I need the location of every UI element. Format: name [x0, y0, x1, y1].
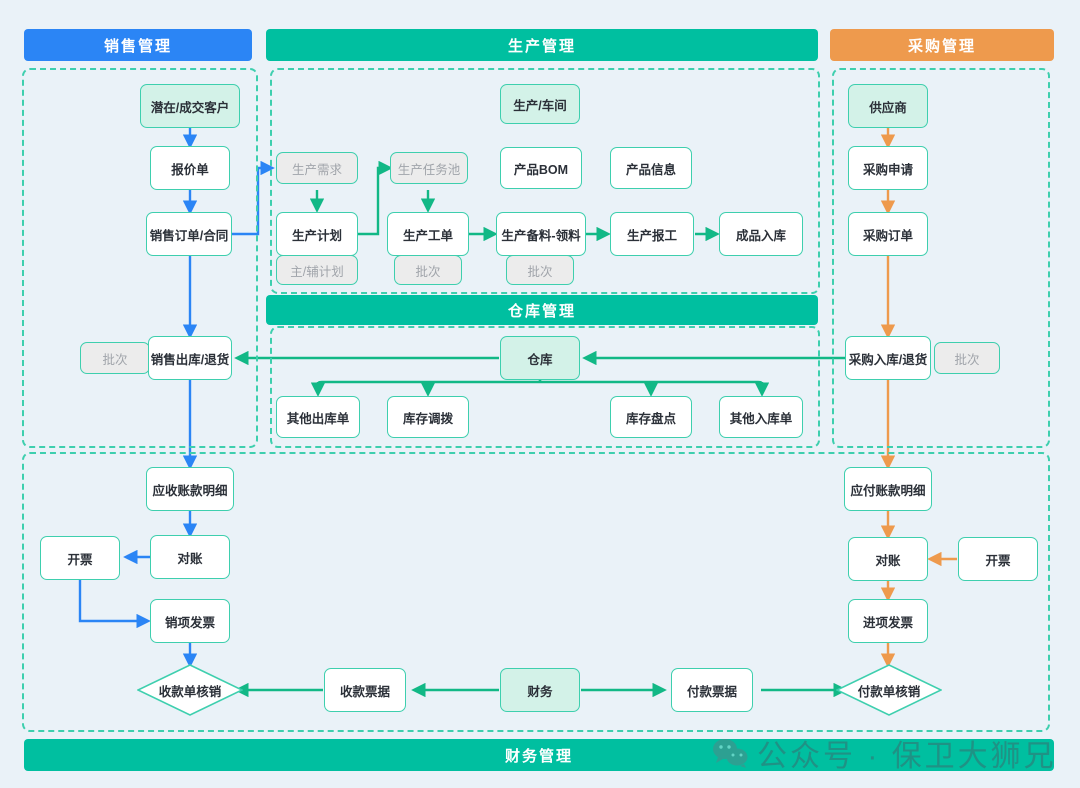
node-label: 销项发票 [164, 615, 215, 630]
node-prod-info[interactable]: 产品信息 [610, 147, 692, 189]
node-prod-task-pool[interactable]: 生产任务池 [390, 152, 468, 184]
node-label: 产品信息 [625, 162, 676, 177]
node-label: 仓库 [527, 352, 553, 367]
node-prod-workshop[interactable]: 生产/车间 [500, 84, 580, 124]
node-other-inbound[interactable]: 其他入库单 [719, 396, 803, 438]
node-sales-outbound[interactable]: 销售出库/退货 [148, 336, 232, 380]
sales-group-box [22, 68, 258, 448]
node-stock-transfer[interactable]: 库存调拨 [387, 396, 469, 438]
node-sales-invoice[interactable]: 销项发票 [150, 599, 230, 643]
node-label: 库存盘点 [625, 411, 676, 426]
node-label: 对账 [875, 553, 901, 568]
section-header-production: 生产管理 [266, 29, 818, 61]
warehouse-group-box [270, 326, 820, 448]
node-label: 批次 [102, 352, 128, 367]
node-label: 产品BOM [513, 162, 569, 177]
node-finished-in[interactable]: 成品入库 [719, 212, 803, 256]
node-label: 生产需求 [291, 162, 342, 177]
node-label: 销售出库/退货 [150, 352, 230, 367]
section-title-sales: 销售管理 [103, 37, 172, 55]
node-label: 开票 [67, 552, 93, 567]
node-label: 进项发票 [862, 615, 913, 630]
node-prod-picking-batch[interactable]: 批次 [506, 255, 574, 285]
diamond-shape [137, 664, 243, 716]
node-sales-order[interactable]: 销售订单/合同 [146, 212, 232, 256]
node-label: 批次 [527, 264, 553, 279]
node-prod-workorder-batch[interactable]: 批次 [394, 255, 462, 285]
node-label: 开票 [985, 553, 1011, 568]
node-label: 成品入库 [735, 228, 786, 243]
section-header-finance: 财务管理 [24, 739, 1054, 771]
node-label: 主/辅计划 [290, 264, 344, 279]
node-label: 财务 [527, 684, 553, 699]
node-quotation[interactable]: 报价单 [150, 146, 230, 190]
node-prod-workorder[interactable]: 生产工单 [387, 212, 469, 256]
node-label: 销售订单/合同 [149, 228, 229, 243]
node-label: 生产/车间 [513, 98, 567, 113]
node-receipt-voucher[interactable]: 收款票据 [324, 668, 406, 712]
node-receipt-writeoff[interactable]: 收款单核销 [137, 664, 243, 716]
section-header-warehouse: 仓库管理 [266, 295, 818, 325]
node-ar-invoice-issue[interactable]: 开票 [40, 536, 120, 580]
node-label: 应付账款明细 [850, 483, 926, 498]
section-header-sales: 销售管理 [24, 29, 252, 61]
node-purchase-order[interactable]: 采购订单 [848, 212, 928, 256]
node-ar-detail[interactable]: 应收账款明细 [146, 467, 234, 511]
section-title-purchase: 采购管理 [907, 37, 976, 55]
node-label: 采购入库/退货 [848, 352, 928, 367]
node-prod-demand[interactable]: 生产需求 [276, 152, 358, 184]
node-label: 生产任务池 [397, 162, 461, 177]
node-label: 收款票据 [339, 684, 390, 699]
node-purchase-request[interactable]: 采购申请 [848, 146, 928, 190]
node-label: 批次 [415, 264, 441, 279]
node-warehouse-center[interactable]: 仓库 [500, 336, 580, 380]
node-prod-picking[interactable]: 生产备料-领料 [496, 212, 586, 256]
node-label: 批次 [954, 352, 980, 367]
node-label: 采购订单 [862, 228, 913, 243]
node-payment-writeoff[interactable]: 付款单核销 [836, 664, 942, 716]
diamond-shape [836, 664, 942, 716]
node-ap-reconciliation[interactable]: 对账 [848, 537, 928, 581]
node-label: 生产备料-领料 [501, 228, 581, 243]
node-purchase-in-batch[interactable]: 批次 [934, 342, 1000, 374]
node-ar-reconciliation[interactable]: 对账 [150, 535, 230, 579]
node-prod-bom[interactable]: 产品BOM [500, 147, 582, 189]
finance-group-box [22, 452, 1050, 732]
node-label: 采购申请 [862, 162, 913, 177]
node-prod-report[interactable]: 生产报工 [610, 212, 694, 256]
node-label: 生产计划 [291, 228, 342, 243]
node-customer[interactable]: 潜在/成交客户 [140, 84, 240, 128]
node-label: 对账 [177, 551, 203, 566]
node-label: 库存调拨 [402, 411, 453, 426]
node-prod-plan-subtype[interactable]: 主/辅计划 [276, 255, 358, 285]
node-label: 收款单核销 [158, 684, 222, 699]
node-purchase-in[interactable]: 采购入库/退货 [845, 336, 931, 380]
node-label: 生产工单 [402, 228, 453, 243]
node-sales-out-batch[interactable]: 批次 [80, 342, 150, 374]
node-label: 其他出库单 [286, 411, 350, 426]
section-header-purchase: 采购管理 [830, 29, 1054, 61]
section-title-production: 生产管理 [507, 37, 576, 55]
node-ap-invoice-issue[interactable]: 开票 [958, 537, 1038, 581]
node-label: 生产报工 [626, 228, 677, 243]
node-label: 供应商 [869, 100, 907, 115]
node-finance-center[interactable]: 财务 [500, 668, 580, 712]
node-label: 付款票据 [686, 684, 737, 699]
node-input-invoice[interactable]: 进项发票 [848, 599, 928, 643]
node-payment-voucher[interactable]: 付款票据 [671, 668, 753, 712]
section-title-warehouse: 仓库管理 [507, 302, 576, 320]
node-label: 潜在/成交客户 [150, 100, 230, 115]
node-ap-detail[interactable]: 应付账款明细 [844, 467, 932, 511]
node-label: 应收账款明细 [152, 483, 228, 498]
node-label: 报价单 [171, 162, 209, 177]
node-label: 其他入库单 [729, 411, 793, 426]
section-title-finance: 财务管理 [504, 747, 573, 765]
node-other-outbound[interactable]: 其他出库单 [276, 396, 360, 438]
node-label: 付款单核销 [857, 684, 921, 699]
node-supplier[interactable]: 供应商 [848, 84, 928, 128]
node-prod-plan[interactable]: 生产计划 [276, 212, 358, 256]
purchase-group-box [832, 68, 1050, 448]
node-stock-count[interactable]: 库存盘点 [610, 396, 692, 438]
